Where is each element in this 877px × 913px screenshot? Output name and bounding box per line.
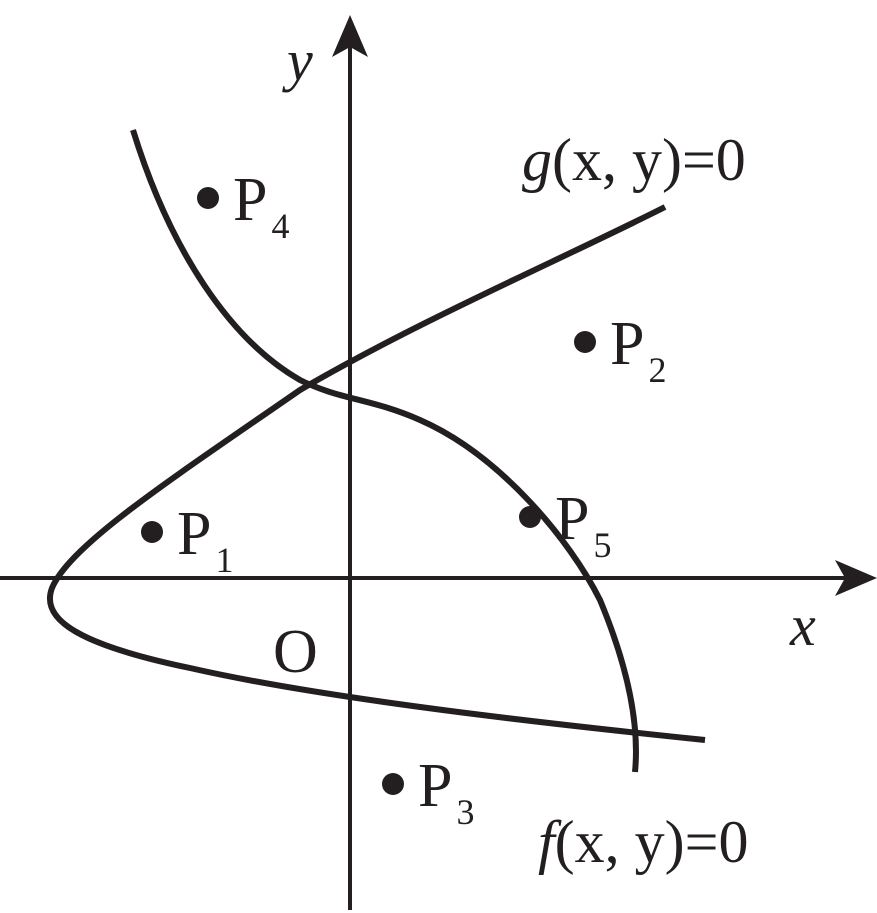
point-label: P (418, 752, 452, 820)
x-axis-label: x (789, 593, 816, 658)
point-dot (197, 187, 219, 209)
origin-label: O (273, 618, 318, 686)
point-subscript: 4 (271, 206, 289, 246)
x-axis-arrow-icon (835, 560, 877, 596)
svg-text:g(x, y)=0: g(x, y)=0 (522, 127, 746, 193)
svg-text:P4: P4 (233, 166, 289, 246)
point-subscript: 2 (648, 350, 666, 390)
svg-text:P2: P2 (610, 310, 666, 390)
point-label: P (555, 485, 589, 553)
svg-text:f(x, y)=0: f(x, y)=0 (538, 809, 748, 875)
svg-text:P5: P5 (555, 485, 611, 565)
point-label: P (610, 310, 644, 378)
curve-f (130, 129, 639, 773)
curve-g (47, 204, 706, 743)
curve-f-eq: =0 (685, 809, 749, 875)
point-subscript: 5 (593, 525, 611, 565)
point-dot (574, 331, 596, 353)
point-label: P (233, 166, 267, 234)
y-axis-label: y (282, 28, 313, 93)
curve-g-label: g(x, y)=0 (522, 127, 746, 193)
point-label: P (177, 500, 211, 568)
curve-g-fn: g (522, 127, 552, 193)
point-dot (519, 506, 541, 528)
curve-f-args: (x, y) (555, 809, 685, 875)
svg-text:P1: P1 (177, 500, 233, 580)
point-dot (382, 773, 404, 795)
curve-g-eq: =0 (682, 127, 746, 193)
curve-g-args: (x, y) (552, 127, 682, 193)
point-dot (141, 521, 163, 543)
svg-text:P3: P3 (418, 752, 474, 832)
y-axis-arrow-icon (332, 15, 368, 57)
point-subscript: 1 (215, 540, 233, 580)
point-subscript: 3 (456, 792, 474, 832)
curve-f-label: f(x, y)=0 (538, 809, 748, 875)
